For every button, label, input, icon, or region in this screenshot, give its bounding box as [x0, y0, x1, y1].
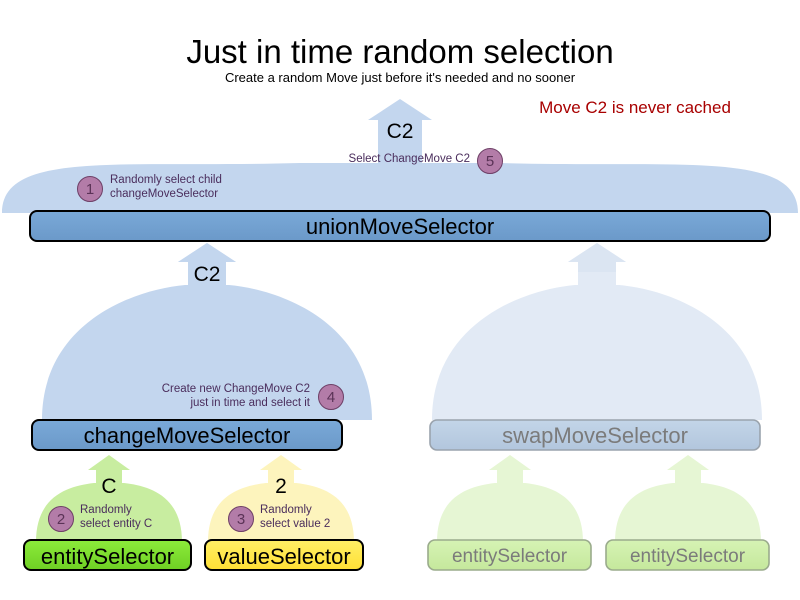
value-left-box-shape[interactable] — [204, 539, 364, 571]
entity-swap-2-box-shape[interactable] — [605, 539, 770, 571]
step-note-2-line-1: Randomly — [80, 504, 132, 516]
never-cached-callout: Move C2 is never cached — [539, 98, 731, 117]
step-note-5: Select ChangeMove C2 — [300, 153, 470, 167]
step-badge-3: 3 — [228, 506, 254, 532]
step-badge-5: 5 — [477, 148, 503, 174]
step-note-3-line-1: Randomly — [260, 504, 312, 516]
step-note-2: Randomly select entity C — [80, 504, 152, 531]
step-badge-4: 4 — [318, 384, 344, 410]
union-box-shape[interactable] — [29, 210, 771, 242]
entity-left-box-label: entitySelector — [40, 544, 175, 569]
step-note-1-line-2: changeMoveSelector — [110, 187, 219, 200]
swap-box-shape[interactable] — [429, 419, 761, 451]
entity-swap-1-box-shape[interactable] — [427, 539, 592, 571]
entity-swap-2-dome-shape — [615, 455, 761, 542]
connector-arrow-change-to-union — [178, 243, 236, 272]
entity-swap-1-box-label: entitySelector — [451, 546, 568, 567]
entity-swap-2-box-label: entitySelector — [629, 546, 746, 567]
change-move-label: C2 — [193, 263, 221, 286]
entity-swap-1-dome-shape — [437, 455, 583, 542]
swap-box-label: swapMoveSelector — [502, 423, 688, 448]
page-title: Just in time random selection — [186, 33, 614, 70]
step-note-4-line-1: Create new ChangeMove C2 — [161, 383, 310, 395]
step-note-4-line-2: just in time and select it — [190, 396, 310, 409]
swap-dome-shape — [432, 243, 762, 420]
entity-left-move-label: C — [101, 475, 117, 498]
value-left-move-label: 2 — [275, 475, 287, 498]
union-box-label: unionMoveSelector — [305, 214, 495, 239]
step-note-1-line-1: Randomly select child — [110, 174, 222, 186]
step-note-1: Randomly select child changeMoveSelector — [110, 174, 222, 201]
change-box-label: changeMoveSelector — [83, 423, 291, 448]
step-note-4: Create new ChangeMove C2 just in time an… — [110, 383, 310, 410]
step-note-2-line-2: select entity C — [80, 517, 153, 530]
page-subtitle: Create a random Move just before it's ne… — [224, 70, 576, 85]
connector-arrow-swap-to-union — [568, 243, 626, 272]
change-box-shape[interactable] — [31, 419, 343, 451]
step-note-3-line-2: select value 2 — [260, 517, 331, 530]
entity-left-box-shape[interactable] — [23, 539, 192, 571]
change-dome-shape — [42, 243, 372, 420]
union-dome-shape — [2, 99, 798, 213]
step-badge-1: 1 — [77, 176, 103, 202]
step-note-5-line-1: Select ChangeMove C2 — [348, 153, 470, 165]
value-left-box-label: valueSelector — [217, 544, 351, 569]
step-note-3: Randomly select value 2 — [260, 504, 330, 531]
union-move-label: C2 — [386, 120, 414, 143]
step-badge-2: 2 — [48, 506, 74, 532]
